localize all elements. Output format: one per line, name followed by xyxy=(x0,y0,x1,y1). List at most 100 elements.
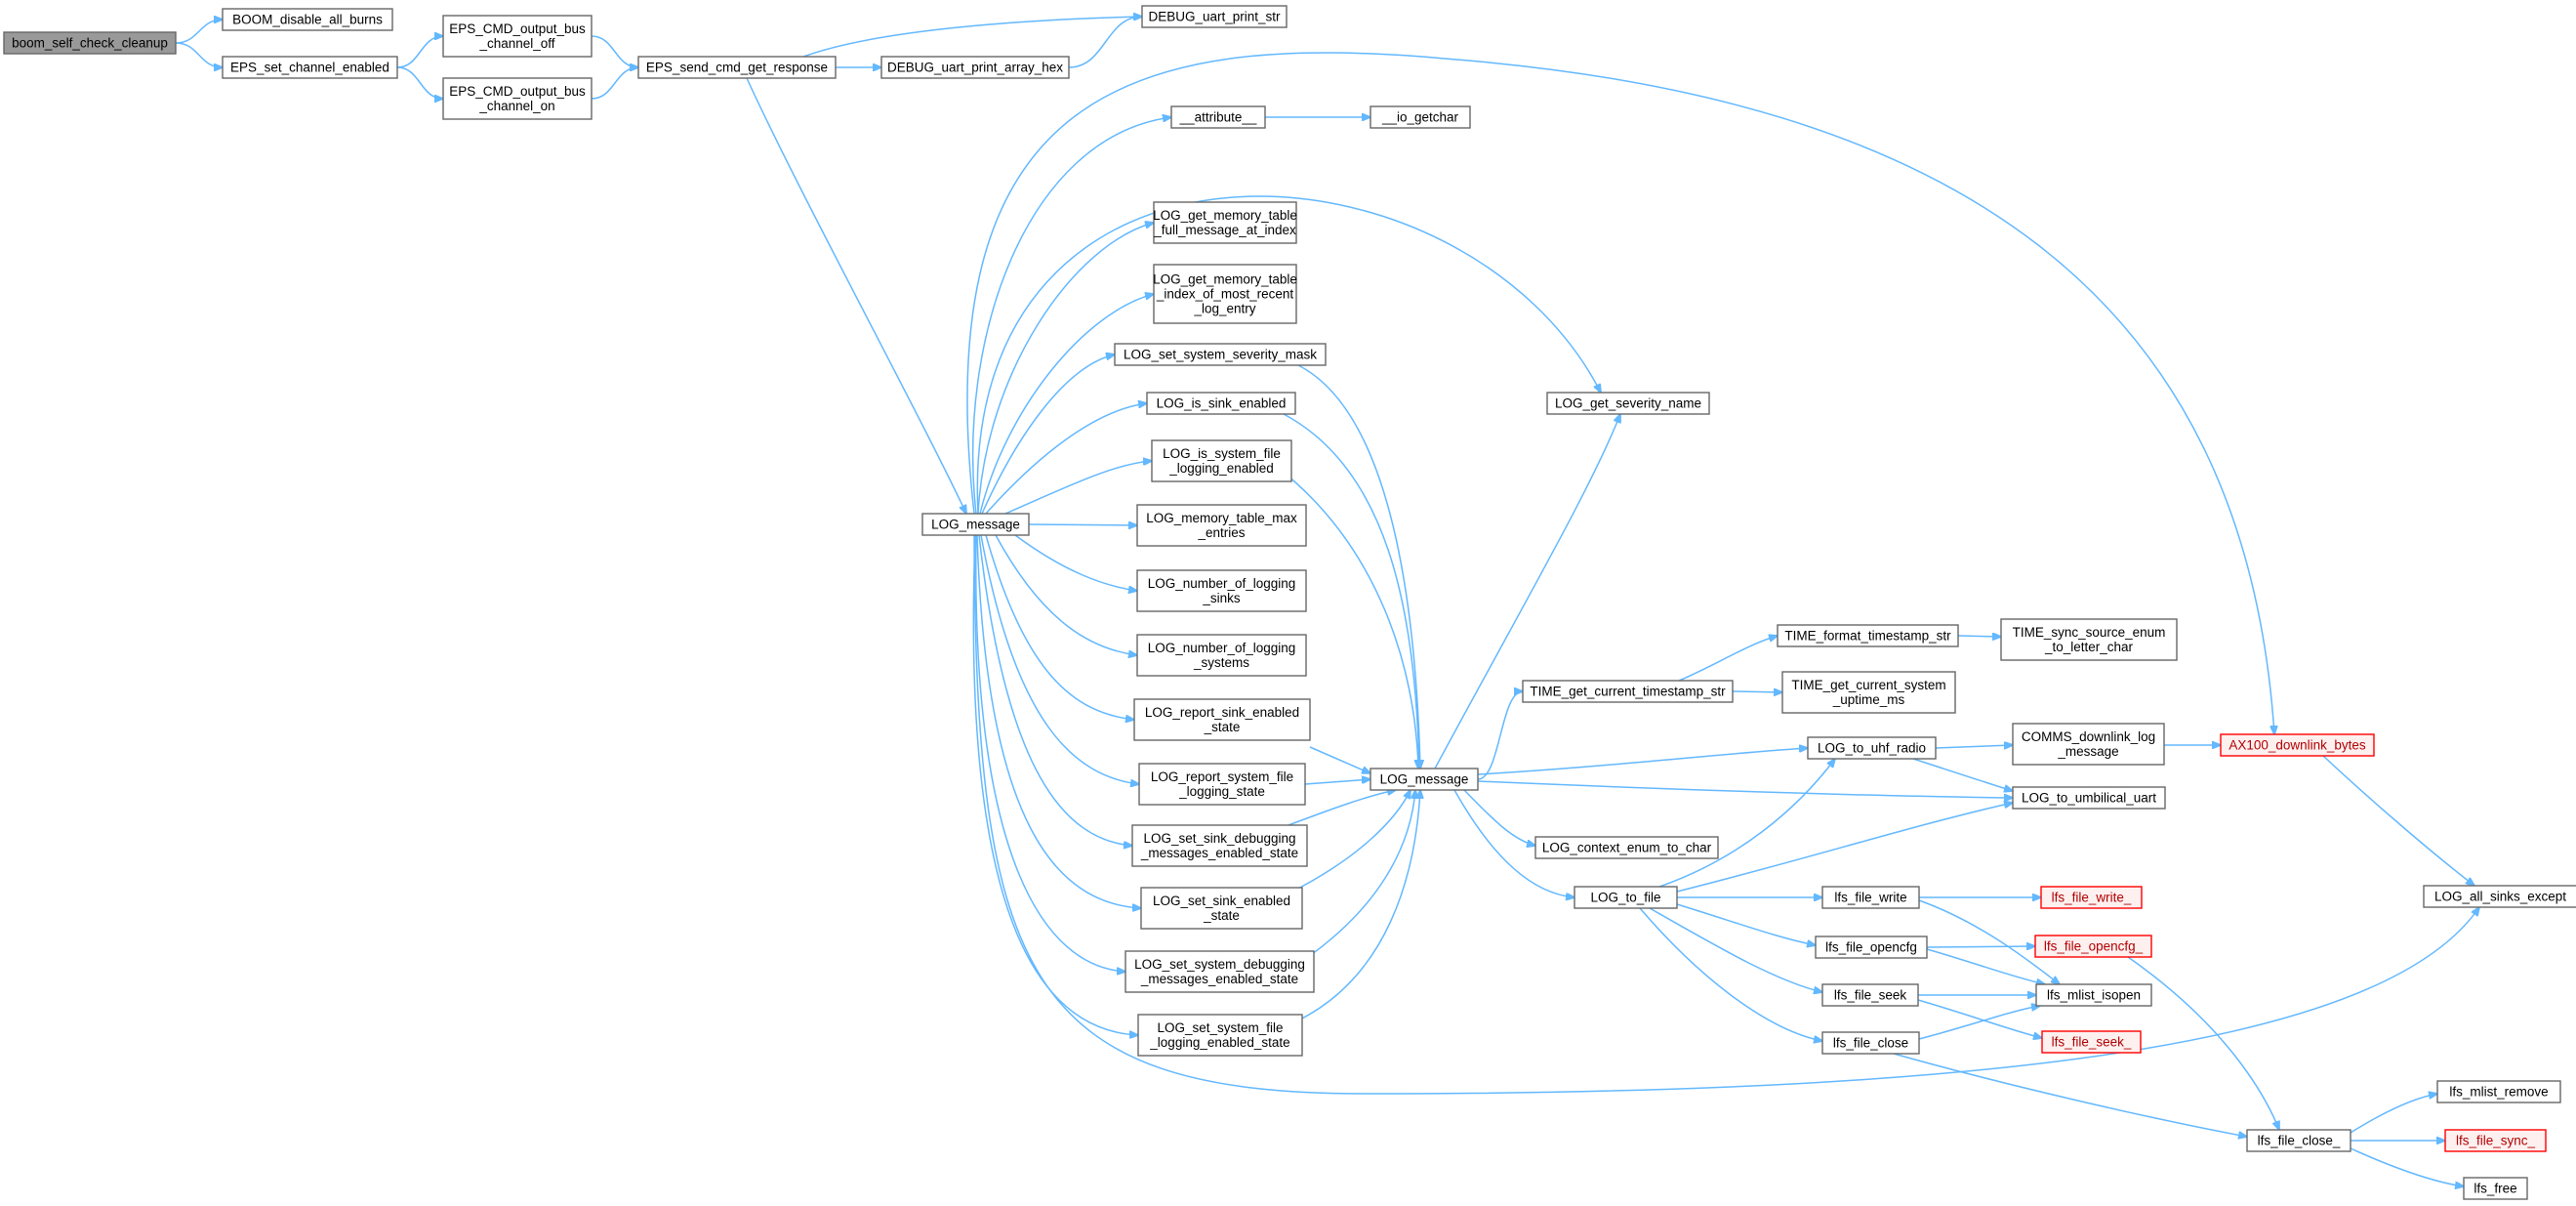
node-log-to-umbilical-uart[interactable]: LOG_to_umbilical_uart xyxy=(2012,786,2166,810)
node-label: lfs_file_sync_ xyxy=(2456,1134,2536,1148)
node-box xyxy=(1153,264,1297,324)
edge-log-message-left-to-log-set-system-file-logging-enabled-state xyxy=(972,534,1138,1035)
node-label: BOOM_disable_all_burns xyxy=(232,13,383,27)
node-label: lfs_file_write xyxy=(1834,891,1906,905)
node-box xyxy=(1781,671,1956,714)
node-log-number-of-logging-systems[interactable]: LOG_number_of_logging_systems xyxy=(1136,634,1307,677)
node-log-set-system-debugging-messages-enabled-state[interactable]: LOG_set_system_debugging_messages_enable… xyxy=(1124,950,1315,993)
node-eps-set-channel-enabled[interactable]: EPS_set_channel_enabled xyxy=(222,56,398,79)
node-log-get-severity-name[interactable]: LOG_get_severity_name xyxy=(1546,392,1710,415)
edge-debug-uart-print-array-hex-to-debug-uart-print-str xyxy=(1068,17,1142,68)
node-label: LOG_memory_table_max xyxy=(1146,511,1297,525)
node-io-getchar[interactable]: __io_getchar xyxy=(1370,105,1471,129)
node-label: lfs_file_close xyxy=(1833,1036,1908,1051)
node-log-report-system-file-logging-state[interactable]: LOG_report_system_file_logging_state xyxy=(1138,763,1306,806)
node-label: _logging_state xyxy=(1178,784,1265,799)
node-label: _full_message_at_index xyxy=(1153,223,1296,237)
edge-lfs-file-close--to-lfs-free xyxy=(2350,1147,2464,1186)
node-log-context-enum-to-char[interactable]: LOG_context_enum_to_char xyxy=(1534,836,1719,859)
node-box xyxy=(1534,836,1719,859)
node-lfs-file-write-[interactable]: lfs_file_write_ xyxy=(2040,886,2143,909)
node-log-message-center[interactable]: LOG_message xyxy=(1370,768,1479,791)
edge-log-report-system-file-logging-state-to-log-message-center xyxy=(1304,779,1370,785)
edge-log-message-center-to-log-context-enum-to-char xyxy=(1463,789,1535,846)
node-label: _index_of_most_recent xyxy=(1156,287,1294,302)
node-log-is-sink-enabled[interactable]: LOG_is_sink_enabled xyxy=(1146,392,1296,415)
node-box xyxy=(1137,1014,1303,1057)
node-log-is-system-file-logging-enabled[interactable]: LOG_is_system_file_logging_enabled xyxy=(1151,439,1292,482)
node-label: LOG_is_system_file xyxy=(1163,446,1281,461)
edge-log-to-file-to-lfs-file-opencfg xyxy=(1676,903,1816,945)
node-log-to-file[interactable]: LOG_to_file xyxy=(1574,886,1678,909)
edge-eps-send-cmd-get-response-to-debug-uart-print-str xyxy=(802,17,1142,58)
node-attribute[interactable]: __attribute__ xyxy=(1170,105,1266,129)
node-lfs-mlist-isopen[interactable]: lfs_mlist_isopen xyxy=(2035,983,2152,1007)
node-debug-uart-print-array-hex[interactable]: DEBUG_uart_print_array_hex xyxy=(880,56,1070,79)
edge-lfs-file-close--to-lfs-mlist-remove xyxy=(2350,1094,2437,1134)
node-boom-disable-all-burns[interactable]: BOOM_disable_all_burns xyxy=(222,8,393,31)
node-label: LOG_message xyxy=(1380,772,1469,787)
edge-log-message-left-to-log-report-system-file-logging-state xyxy=(980,534,1139,784)
node-box xyxy=(1821,886,1920,909)
edges xyxy=(175,17,2479,1186)
node-label: EPS_send_cmd_get_response xyxy=(646,61,828,75)
edge-eps-cmd-output-bus-channel-off-to-eps-send-cmd-get-response xyxy=(591,35,638,67)
node-log-set-system-file-logging-enabled-state[interactable]: LOG_set_system_file_logging_enabled_stat… xyxy=(1137,1014,1303,1057)
node-label: __io_getchar xyxy=(1381,110,1459,125)
node-lfs-file-opencfg-[interactable]: lfs_file_opencfg_ xyxy=(2034,935,2152,958)
edge-log-message-left-to-log-get-severity-name xyxy=(976,195,1601,515)
node-log-get-memory-table-index-of-most-recent-log-entry[interactable]: LOG_get_memory_table_index_of_most_recen… xyxy=(1153,264,1297,324)
node-log-message-left[interactable]: LOG_message xyxy=(921,513,1030,536)
node-label: LOG_message xyxy=(931,518,1020,532)
node-lfs-free[interactable]: lfs_free xyxy=(2463,1177,2528,1200)
node-box xyxy=(1138,763,1306,806)
node-label: DEBUG_uart_print_array_hex xyxy=(887,61,1063,75)
node-box xyxy=(921,513,1030,536)
node-label: EPS_CMD_output_bus xyxy=(449,21,586,36)
node-box xyxy=(222,56,398,79)
node-log-to-uhf-radio[interactable]: LOG_to_uhf_radio xyxy=(1807,736,1937,760)
node-log-all-sinks-except[interactable]: LOG_all_sinks_except xyxy=(2423,885,2576,908)
node-comms-downlink-log-message[interactable]: COMMS_downlink_log_message xyxy=(2012,723,2165,766)
node-box xyxy=(1136,634,1307,677)
node-box xyxy=(2000,618,2178,661)
node-box xyxy=(2012,723,2165,766)
node-lfs-file-close[interactable]: lfs_file_close xyxy=(1821,1031,1920,1055)
node-eps-cmd-output-bus-channel-off[interactable]: EPS_CMD_output_bus_channel_off xyxy=(442,15,593,58)
node-box xyxy=(1815,936,1928,959)
node-debug-uart-print-str[interactable]: DEBUG_uart_print_str xyxy=(1141,5,1288,28)
node-time-format-timestamp-str[interactable]: TIME_format_timestamp_str xyxy=(1777,624,1959,647)
edge-lfs-file-close-to-lfs-file-close- xyxy=(1893,1053,2247,1137)
edge-log-set-sink-enabled-state-to-log-message-center xyxy=(1288,790,1411,894)
node-log-number-of-logging-sinks[interactable]: LOG_number_of_logging_sinks xyxy=(1136,569,1307,612)
node-lfs-file-close-[interactable]: lfs_file_close_ xyxy=(2246,1129,2351,1152)
node-label: TIME_format_timestamp_str xyxy=(1784,629,1951,644)
node-log-set-sink-debugging-messages-enabled-state[interactable]: LOG_set_sink_debugging_messages_enabled_… xyxy=(1131,824,1308,867)
node-lfs-mlist-remove[interactable]: lfs_mlist_remove xyxy=(2436,1080,2561,1103)
node-lfs-file-sync-[interactable]: lfs_file_sync_ xyxy=(2444,1129,2547,1152)
node-log-set-system-severity-mask[interactable]: LOG_set_system_severity_mask xyxy=(1114,343,1327,366)
node-label: _messages_enabled_state xyxy=(1140,972,1298,986)
edge-boom-self-check-cleanup-to-eps-set-channel-enabled xyxy=(175,42,223,67)
node-lfs-file-opencfg[interactable]: lfs_file_opencfg xyxy=(1815,936,1928,959)
node-eps-send-cmd-get-response[interactable]: EPS_send_cmd_get_response xyxy=(637,56,837,79)
node-boom-self-check-cleanup[interactable]: boom_self_check_cleanup xyxy=(3,31,177,55)
node-time-get-current-system-uptime-ms[interactable]: TIME_get_current_system_uptime_ms xyxy=(1781,671,1956,714)
node-lfs-file-seek-[interactable]: lfs_file_seek_ xyxy=(2041,1030,2142,1054)
edge-log-message-center-to-log-to-umbilical-uart xyxy=(1477,780,2013,798)
node-eps-cmd-output-bus-channel-on[interactable]: EPS_CMD_output_bus_channel_on xyxy=(442,77,593,120)
node-label: DEBUG_uart_print_str xyxy=(1148,10,1281,24)
node-ax100-downlink-bytes[interactable]: AX100_downlink_bytes xyxy=(2220,733,2375,757)
node-box xyxy=(1131,824,1308,867)
node-lfs-file-write[interactable]: lfs_file_write xyxy=(1821,886,1920,909)
edge-log-message-left-to-log-set-sink-debugging-messages-enabled-state xyxy=(978,534,1132,846)
node-time-sync-source-enum-to-letter-char[interactable]: TIME_sync_source_enum_to_letter_char xyxy=(2000,618,2178,661)
node-log-set-sink-enabled-state[interactable]: LOG_set_sink_enabled_state xyxy=(1140,887,1303,930)
node-log-get-memory-table-full-message-at-index[interactable]: LOG_get_memory_table_full_message_at_ind… xyxy=(1153,201,1297,244)
node-log-memory-table-max-entries[interactable]: LOG_memory_table_max_entries xyxy=(1136,504,1307,547)
node-lfs-file-seek[interactable]: lfs_file_seek xyxy=(1821,983,1919,1007)
node-box xyxy=(1140,887,1303,930)
node-time-get-current-timestamp-str[interactable]: TIME_get_current_timestamp_str xyxy=(1522,680,1734,703)
node-box xyxy=(1821,983,1919,1007)
node-log-report-sink-enabled-state[interactable]: LOG_report_sink_enabled_state xyxy=(1133,698,1311,741)
